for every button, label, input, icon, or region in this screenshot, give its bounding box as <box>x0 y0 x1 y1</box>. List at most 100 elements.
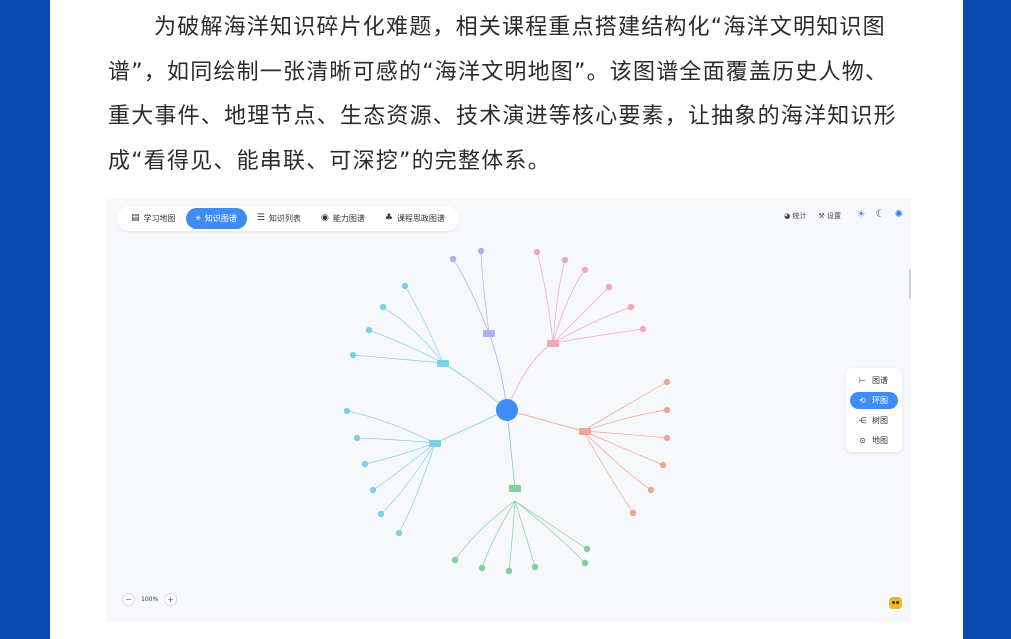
leaf-node[interactable] <box>449 255 457 263</box>
leaf-node[interactable] <box>533 248 541 256</box>
leaf-node[interactable] <box>505 567 513 575</box>
map-icon: ▤ <box>131 213 140 223</box>
article-paragraph: 为破解海洋知识碎片化难题，相关课程重点搭建结构化“海洋文明知识图谱”，如同绘制一… <box>108 15 897 174</box>
link-salmon-leaf-2 <box>582 409 668 432</box>
link-center-hub-cyan <box>434 409 508 444</box>
leaf-node[interactable] <box>401 282 409 290</box>
link-green-leaf-1 <box>454 500 516 561</box>
link-pink-leaf-2 <box>552 259 566 344</box>
leaf-node[interactable] <box>349 351 357 359</box>
sun-icon[interactable]: ☀ <box>856 209 866 220</box>
location-pin-icon: ⊙ <box>859 436 866 445</box>
tree-icon: ♣ <box>384 213 393 223</box>
leaf-node[interactable] <box>477 247 485 255</box>
link-cyan2-leaf-2 <box>382 306 444 364</box>
target-icon: ◉ <box>321 213 329 223</box>
layout-label: 地图 <box>872 436 888 445</box>
link-salmon-leaf-3 <box>582 430 668 439</box>
tab-ability-graph[interactable]: ◉ 能力图谱 <box>311 208 375 229</box>
scrollbar[interactable] <box>909 269 911 299</box>
tab-learning-map[interactable]: ▤ 学习地图 <box>121 208 186 229</box>
leaf-node[interactable] <box>451 556 459 564</box>
link-cyan-leaf-4 <box>372 442 436 491</box>
layout-label: 图谱 <box>872 376 888 385</box>
hub-node-green[interactable] <box>509 485 521 492</box>
link-green-leaf-3 <box>508 500 516 572</box>
center-node[interactable] <box>496 399 518 421</box>
zoom-level: 100% <box>141 596 159 603</box>
zoom-out-button[interactable]: − <box>122 593 135 606</box>
tab-knowledge-list[interactable]: ☰ 知识列表 <box>247 208 311 229</box>
link-cyan2-leaf-3 <box>368 329 444 364</box>
tab-label: 能力图谱 <box>332 214 365 223</box>
leaf-node[interactable] <box>605 283 613 291</box>
leaf-node[interactable] <box>365 326 373 334</box>
zoom-in-button[interactable]: + <box>164 593 178 606</box>
layout-map[interactable]: ⊙ 地图 <box>850 432 898 449</box>
layout-label: 环图 <box>872 396 888 405</box>
leaf-node[interactable] <box>369 486 377 494</box>
link-pink-leaf-5 <box>552 306 632 344</box>
link-center-hub-green <box>506 409 516 490</box>
leaf-node[interactable] <box>663 406 671 414</box>
link-cyan-leaf-3 <box>364 442 436 465</box>
leaf-node[interactable] <box>629 509 637 517</box>
link-green-leaf-4 <box>514 500 536 568</box>
leaf-node[interactable] <box>639 325 647 333</box>
layout-ring[interactable]: ⟲ 环图 <box>850 392 898 409</box>
tab-label: 知识列表 <box>269 214 301 223</box>
link-cyan2-leaf-4 <box>352 354 444 364</box>
leaf-node[interactable] <box>583 545 591 553</box>
leaf-node[interactable] <box>581 559 589 567</box>
leaf-node[interactable] <box>627 303 635 311</box>
leaf-node[interactable] <box>561 256 569 264</box>
link-salmon-leaf-6 <box>582 430 634 514</box>
stats-button[interactable]: ◕ 统计 <box>784 211 806 221</box>
leaf-node[interactable] <box>663 378 671 386</box>
leaf-node[interactable] <box>478 564 486 572</box>
hub-node-pink[interactable] <box>547 340 559 347</box>
link-center-hub-pink <box>506 342 554 411</box>
link-cyan-leaf-1 <box>346 410 436 444</box>
layout-switcher: ⊢ 图谱 ⟲ 环图 ⋲ 树图 ⊙ 地图 <box>846 368 902 452</box>
leaf-node[interactable] <box>343 407 351 415</box>
palette-icon[interactable]: ✺ <box>894 209 903 220</box>
link-center-hub-salmon <box>506 409 584 432</box>
leaf-node[interactable] <box>581 266 589 274</box>
theme-controls: ☀ ☾ ✺ <box>857 209 903 220</box>
hub-node-cyan[interactable] <box>429 440 441 447</box>
hub-node-salmon[interactable] <box>579 428 591 435</box>
page-paper: 为破解海洋知识碎片化难题，相关课程重点搭建结构化“海洋文明知识图谱”，如同绘制一… <box>50 0 963 639</box>
leaf-node[interactable] <box>361 460 369 468</box>
link-pink-leaf-4 <box>552 286 610 344</box>
link-cyan2-leaf-1 <box>404 285 444 364</box>
tab-ideology-graph[interactable]: ♣ 课程思政图谱 <box>375 208 455 229</box>
wrench-icon: ⚒ <box>818 212 825 220</box>
leaf-node[interactable] <box>353 434 361 442</box>
moon-icon[interactable]: ☾ <box>875 209 885 220</box>
leaf-node[interactable] <box>379 303 387 311</box>
stats-label: 统计 <box>792 212 807 220</box>
link-salmon-leaf-5 <box>582 430 652 491</box>
view-tabs: ▤ 学习地图 ⚹ 知识图谱 ☰ 知识列表 ◉ 能力图谱 ♣ 课程思政图谱 <box>117 206 459 231</box>
leaf-node[interactable] <box>377 510 385 518</box>
ring-layout-icon: ⟲ <box>859 396 866 405</box>
link-green-leaf-5 <box>514 500 588 550</box>
layout-graph[interactable]: ⊢ 图谱 <box>850 372 898 389</box>
layout-tree[interactable]: ⋲ 树图 <box>850 412 898 429</box>
leaf-node[interactable] <box>647 486 655 494</box>
link-cyan-leaf-6 <box>398 442 436 534</box>
list-icon: ☰ <box>256 213 265 223</box>
settings-button[interactable]: ⚒ 设置 <box>818 211 841 221</box>
tab-knowledge-graph[interactable]: ⚹ 知识图谱 <box>185 208 247 229</box>
leaf-node[interactable] <box>663 434 671 442</box>
hub-node-purple[interactable] <box>483 330 495 337</box>
leaf-node[interactable] <box>531 563 539 571</box>
link-cyan-leaf-5 <box>380 442 436 515</box>
zoom-controls: − 100% + <box>122 593 178 606</box>
assistant-robot-icon[interactable] <box>889 597 902 609</box>
leaf-node[interactable] <box>395 529 403 537</box>
pie-chart-icon: ◕ <box>784 212 791 220</box>
hub-node-cyan-2[interactable] <box>437 360 449 367</box>
leaf-node[interactable] <box>659 461 667 469</box>
